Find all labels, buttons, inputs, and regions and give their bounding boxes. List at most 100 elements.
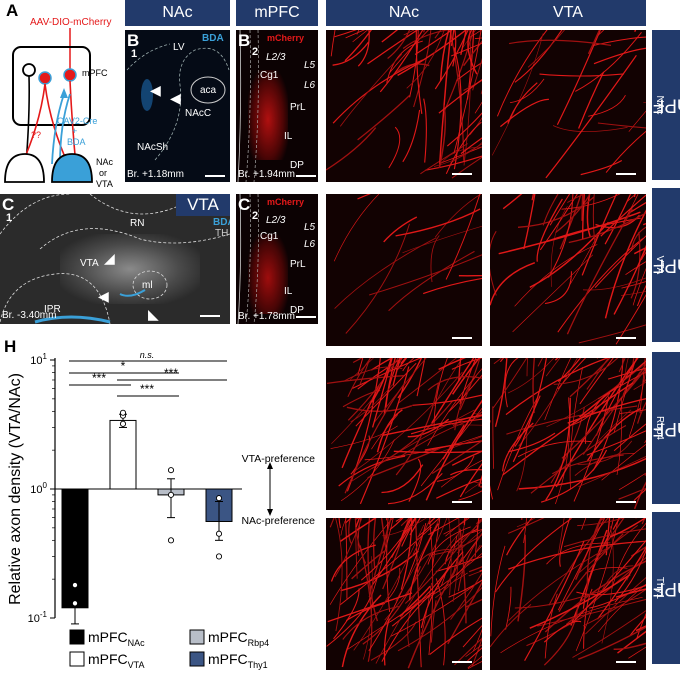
axon-fiber: [390, 579, 482, 637]
axon-fiber: [467, 647, 482, 662]
axon-fiber: [593, 47, 646, 65]
axon-fiber: [469, 528, 482, 534]
axon-fiber: [402, 109, 421, 163]
axon-fiber: [516, 518, 536, 528]
b1-bregma: Br. +1.18mm: [127, 169, 184, 180]
axon-fiber: [445, 518, 468, 537]
axon-fiber: [467, 30, 482, 39]
image-e-nac: [326, 194, 482, 346]
axon-fiber: [613, 423, 646, 452]
panel-label-a: A: [6, 1, 19, 20]
axon-fiber: [557, 518, 606, 611]
axon-fiber: [435, 544, 481, 599]
axon-fiber: [347, 358, 399, 421]
axon-fiber: [380, 518, 387, 548]
y-tick-label: 10-1: [28, 610, 48, 625]
axon-fiber: [465, 644, 482, 657]
axon-fiber: [438, 30, 452, 165]
axon-fiber: [566, 208, 633, 335]
axon-fiber: [434, 30, 469, 90]
axon-fiber: [371, 358, 394, 371]
axon-fiber: [514, 30, 563, 83]
axon-fiber: [395, 382, 440, 476]
axon-fiber: [633, 488, 646, 502]
axon-fiber: [632, 267, 646, 306]
axon-fiber: [621, 281, 646, 289]
axon-fiber: [637, 401, 646, 424]
axon-fiber: [628, 201, 646, 214]
axon-fiber: [439, 30, 450, 81]
axon-fiber: [326, 597, 371, 647]
axon-fiber: [370, 621, 417, 661]
axon-fiber: [409, 518, 421, 536]
axon-fiber: [350, 385, 393, 423]
axon-fiber: [434, 194, 482, 238]
axon-fiber: [468, 570, 482, 577]
axon-fiber: [567, 194, 586, 203]
axon-fiber: [473, 481, 482, 485]
axon-fiber: [340, 439, 395, 502]
arrowhead-icon: ◀: [170, 90, 181, 106]
axon-fiber: [579, 358, 614, 405]
axon-fiber: [384, 518, 448, 621]
axon-fiber: [375, 532, 460, 664]
annotation-up: VTA-preference: [242, 453, 315, 465]
axon-fiber: [433, 358, 448, 427]
axon-fiber: [445, 121, 482, 175]
axon-fiber: [451, 358, 482, 370]
axon-fiber: [333, 588, 360, 640]
header-mpfc: mPFC: [236, 0, 318, 26]
axon-fiber: [586, 194, 591, 237]
axon-fiber: [345, 30, 366, 39]
axon-fiber: [342, 605, 399, 640]
axon-fiber: [575, 518, 619, 652]
image-f-vta: [490, 358, 646, 510]
axon-fiber: [618, 487, 646, 500]
axon-fiber: [373, 358, 427, 423]
axon-fiber: [332, 41, 370, 66]
axon-fiber: [340, 526, 432, 605]
axon-fiber: [430, 600, 437, 643]
axon-fiber: [414, 549, 450, 574]
image-g-vta: [490, 518, 646, 670]
axon-fiber: [500, 98, 549, 128]
axon-fiber: [543, 620, 582, 643]
axon-fiber: [349, 409, 475, 483]
scale-bar: [616, 501, 636, 503]
axon-fiber: [422, 277, 482, 295]
axon-fiber: [425, 399, 482, 501]
axon-fiber: [577, 440, 633, 465]
significance-label: ***: [164, 366, 178, 380]
axon-fiber: [395, 518, 441, 602]
axon-fiber: [613, 642, 646, 651]
axon-fiber: [443, 518, 470, 535]
axon-fiber: [596, 518, 625, 556]
image-c2: C 2 mCherry L2/3 L5 L6 Cg1 PrL IL DP Br.…: [236, 194, 318, 324]
row-label-thy1: mPFCThy1: [639, 512, 680, 664]
axon-fiber: [349, 358, 374, 380]
axon-fiber: [501, 422, 534, 472]
axon-fiber: [459, 528, 467, 624]
axon-fiber: [360, 518, 416, 581]
axon-fiber: [613, 244, 646, 315]
legend-label: mPFCThy1: [208, 651, 268, 670]
axon-fiber: [494, 358, 508, 427]
axon-fiber: [359, 366, 410, 505]
axon-fiber: [472, 628, 482, 652]
axon-fiber: [370, 358, 393, 403]
axon-fiber: [618, 358, 626, 373]
axon-fiber: [438, 78, 482, 114]
svg-text:VTA: VTA: [96, 179, 113, 189]
data-point: [71, 600, 79, 607]
axon-fiber: [612, 518, 621, 530]
axon-fiber: [460, 30, 467, 55]
unknown-label: ??: [31, 130, 41, 140]
row-label-rbp4: mPFCRbp4: [639, 352, 680, 504]
axon-fiber: [628, 365, 646, 438]
axon-fiber: [463, 40, 482, 67]
axon-fiber: [559, 518, 571, 567]
axon-fiber: [507, 518, 545, 534]
vta-inset-header: VTA: [176, 194, 230, 216]
axon-fiber: [523, 518, 528, 544]
b1-stain: BDA: [202, 33, 224, 44]
